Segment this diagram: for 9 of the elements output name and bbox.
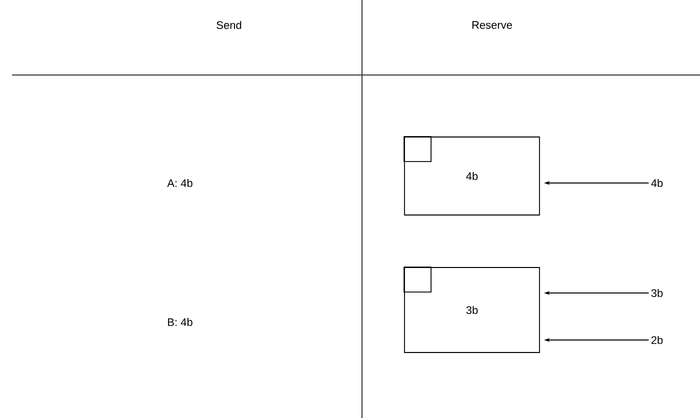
send-label: B: 4b	[168, 318, 192, 326]
send-label: A: 4b	[167, 178, 192, 188]
column-header: Reserve	[472, 21, 512, 29]
reserve-box: 3b	[404, 266, 540, 353]
column-header: Send	[216, 20, 242, 30]
amount-label: 4b	[651, 178, 663, 188]
reserve-box: 4b	[404, 136, 540, 216]
amount-label: 3b	[651, 288, 663, 298]
amount-label: 2b	[651, 336, 663, 344]
